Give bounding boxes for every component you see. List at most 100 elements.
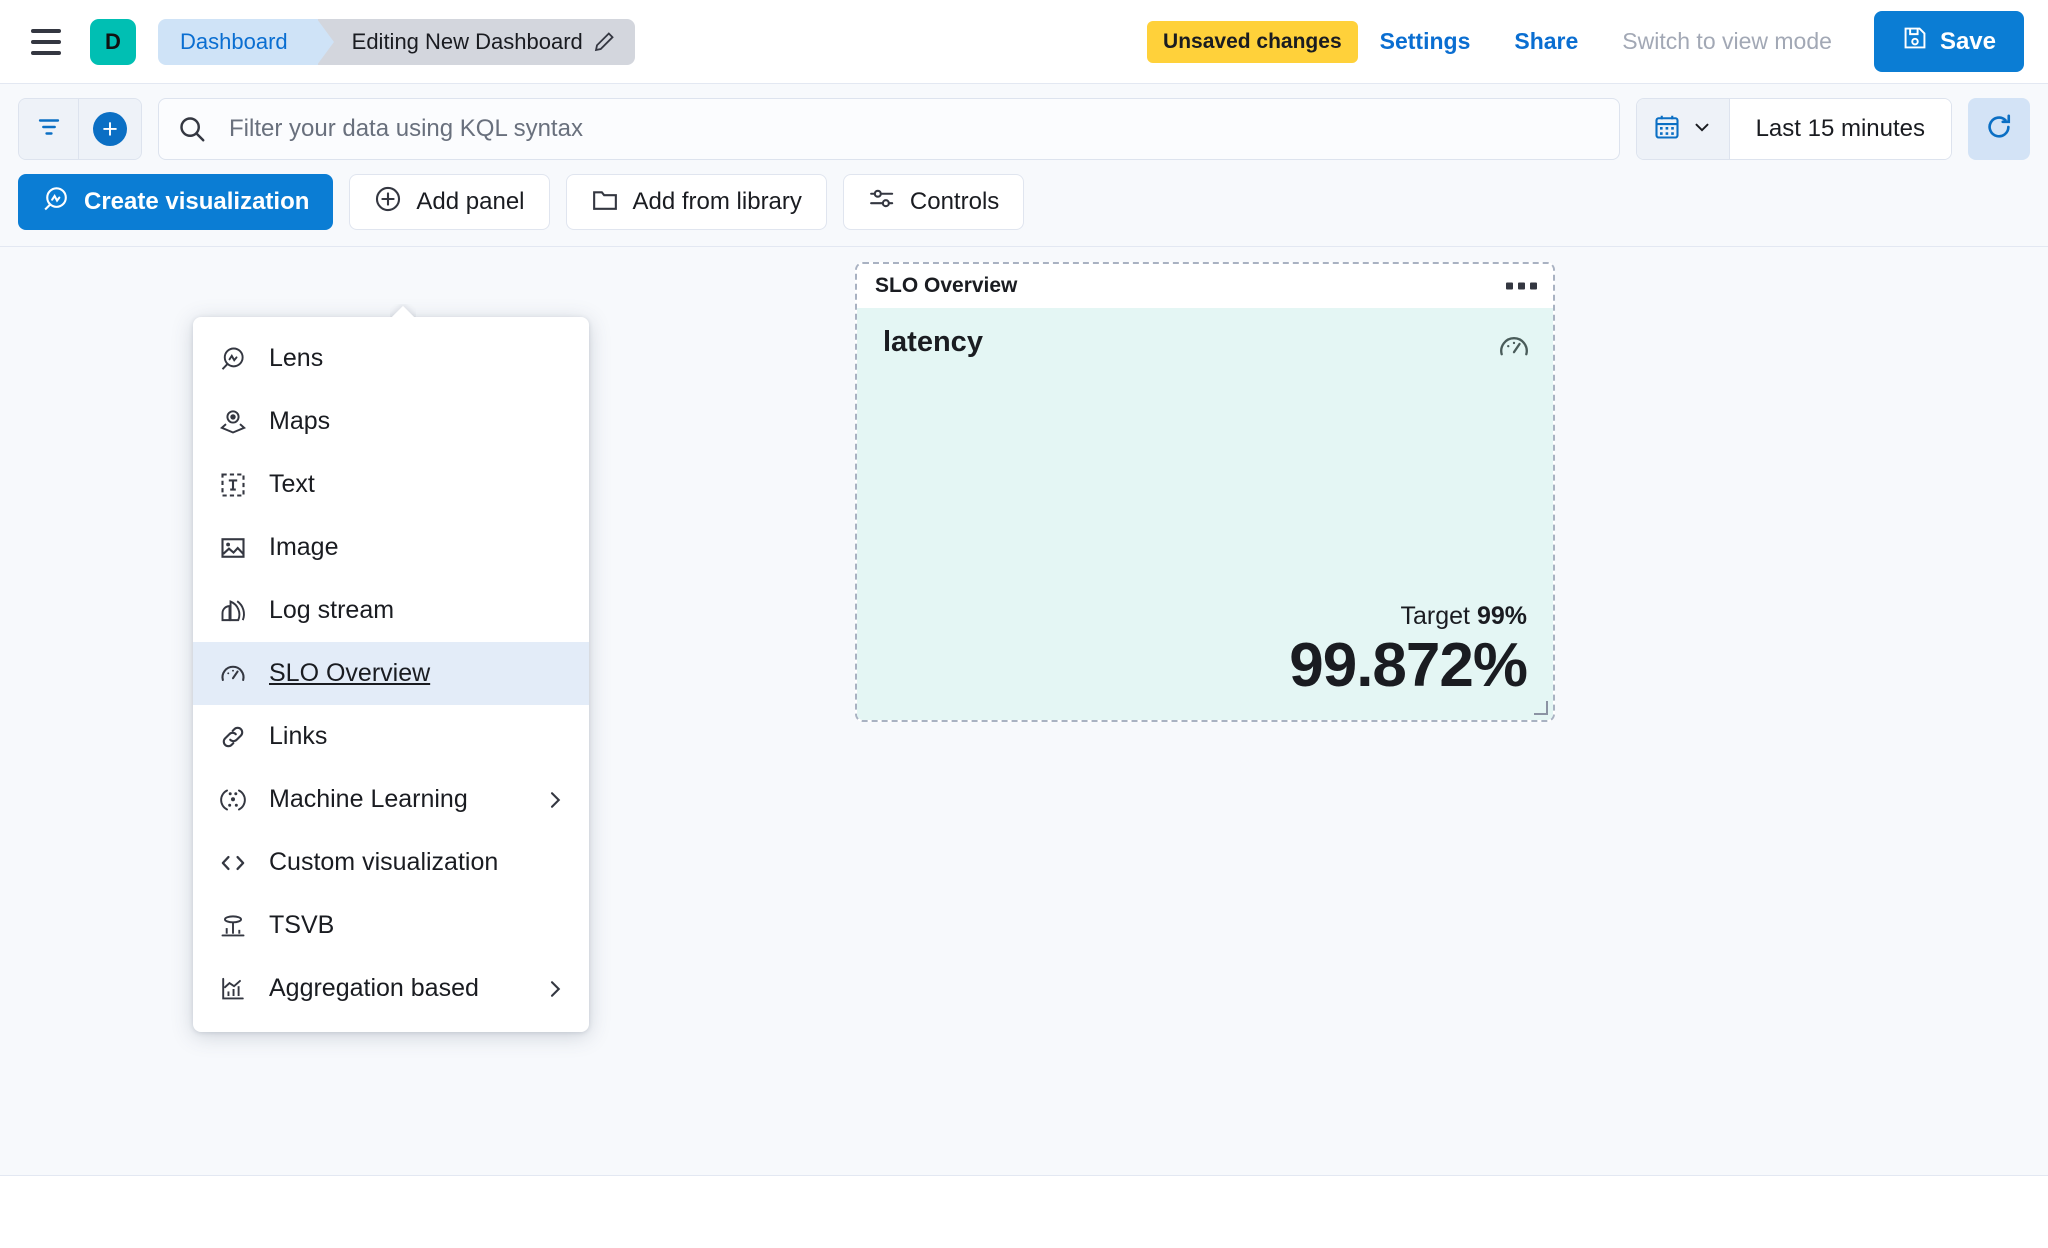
save-button-label: Save <box>1939 27 1996 55</box>
menu-item-label: Text <box>269 470 315 498</box>
menu-item-tsvb[interactable]: TSVB <box>193 894 589 957</box>
slo-current-value: 99.872% <box>1289 630 1528 700</box>
hamburger-line <box>31 28 61 33</box>
menu-item-label: Maps <box>269 407 331 435</box>
ellipsis-icon[interactable] <box>1506 282 1537 290</box>
header-actions: Unsaved changes Settings Share Switch to… <box>1147 11 2024 72</box>
dashboard-canvas: Lens Maps Text <box>0 247 2048 1248</box>
menu-item-custom-visualization[interactable]: Custom visualization <box>193 831 589 894</box>
resize-corner-icon[interactable] <box>1534 701 1550 717</box>
menu-item-label: Lens <box>269 344 324 372</box>
controls-label: Controls <box>909 188 1000 215</box>
chevron-right-icon <box>543 977 567 1001</box>
bottom-strip <box>0 1175 2048 1248</box>
text-box-icon <box>219 471 247 499</box>
slo-target-row: Target 99% <box>883 602 1527 631</box>
time-range-display[interactable]: Last 15 minutes <box>1729 99 1951 159</box>
chevron-down-icon <box>1691 116 1713 143</box>
popover-arrow <box>390 304 416 317</box>
refresh-button[interactable] <box>1968 98 2030 160</box>
breadcrumb-item-current[interactable]: Editing New Dashboard <box>317 18 635 65</box>
time-picker-group: Last 15 minutes <box>1635 98 1952 160</box>
save-button[interactable]: Save <box>1873 11 2024 72</box>
filter-options-button[interactable] <box>19 99 79 159</box>
menu-item-machine-learning[interactable]: Machine Learning <box>193 768 589 831</box>
search-input-wrapper[interactable] <box>158 98 1620 160</box>
menu-item-label: Log stream <box>269 596 395 624</box>
add-panel-menu: Lens Maps Text <box>193 317 589 1032</box>
unsaved-changes-badge[interactable]: Unsaved changes <box>1147 20 1358 63</box>
filter-icon <box>36 114 62 145</box>
tsvb-chart-icon <box>219 912 247 940</box>
menu-item-image[interactable]: Image <box>193 516 589 579</box>
calendar-icon <box>1653 113 1681 146</box>
menu-item-slo-overview[interactable]: SLO Overview <box>193 642 589 705</box>
hamburger-line <box>31 50 61 55</box>
add-panel-label: Add panel <box>416 188 525 215</box>
menu-item-text[interactable]: Text <box>193 453 589 516</box>
panel-header: SLO Overview <box>857 264 1553 308</box>
breadcrumb-root-label: Dashboard <box>180 28 288 54</box>
ellipsis-dot <box>1530 282 1537 290</box>
add-from-library-label: Add from library <box>632 188 802 215</box>
ellipsis-dot <box>1518 282 1525 290</box>
machine-learning-icon <box>219 786 247 814</box>
menu-item-label: Links <box>269 722 328 750</box>
controls-sliders-icon <box>868 185 896 220</box>
gauge-icon <box>1497 330 1531 369</box>
space-initial: D <box>105 28 121 54</box>
search-icon <box>177 114 207 144</box>
ellipsis-dot <box>1506 282 1513 290</box>
filter-button-group: + <box>18 98 142 160</box>
breadcrumb: Dashboard Editing New Dashboard <box>158 18 635 65</box>
date-quick-select-button[interactable] <box>1636 99 1730 159</box>
menu-item-label: Machine Learning <box>269 785 468 813</box>
menu-item-log-stream[interactable]: Log stream <box>193 579 589 642</box>
add-panel-button[interactable]: Add panel <box>349 174 550 230</box>
space-avatar[interactable]: D <box>90 18 136 65</box>
slo-panel-body: latency Target 99% 99.872% <box>857 308 1553 720</box>
hamburger-menu-icon[interactable] <box>24 20 68 64</box>
plus-circle-icon <box>374 185 402 220</box>
menu-item-label: TSVB <box>269 911 335 939</box>
chevron-right-icon <box>543 788 567 812</box>
image-icon <box>219 534 247 562</box>
menu-item-maps[interactable]: Maps <box>193 390 589 453</box>
slo-values: Target 99% 99.872% <box>883 602 1528 700</box>
save-disk-icon <box>1902 25 1928 58</box>
breadcrumb-item-dashboard[interactable]: Dashboard <box>158 18 334 65</box>
code-brackets-icon <box>219 849 247 877</box>
search-input[interactable] <box>229 115 1601 143</box>
maps-pin-icon <box>219 408 247 436</box>
slo-target-value: 99% <box>1476 601 1527 630</box>
menu-item-label: SLO Overview <box>269 659 431 687</box>
menu-item-links[interactable]: Links <box>193 705 589 768</box>
menu-item-aggregation-based[interactable]: Aggregation based <box>193 957 589 1020</box>
dashboard-edit-toolbar: Create visualization Add panel Add from … <box>0 172 2048 247</box>
create-visualization-label: Create visualization <box>84 188 310 215</box>
plus-circle-icon: + <box>93 112 127 146</box>
add-filter-button[interactable]: + <box>79 99 141 159</box>
lens-icon <box>42 185 70 220</box>
switch-to-view-mode-link[interactable]: Switch to view mode <box>1622 28 1832 54</box>
top-header-bar: D Dashboard Editing New Dashboard Unsave… <box>0 0 2048 84</box>
menu-item-label: Custom visualization <box>269 848 499 876</box>
gauge-icon <box>219 660 247 688</box>
slo-target-label: Target <box>1400 601 1470 630</box>
create-visualization-button[interactable]: Create visualization <box>18 174 334 230</box>
panel-title: SLO Overview <box>875 274 1018 297</box>
add-from-library-button[interactable]: Add from library <box>565 174 827 230</box>
pencil-icon[interactable] <box>593 31 615 53</box>
slo-overview-panel[interactable]: SLO Overview latency Target <box>855 262 1555 722</box>
menu-item-lens[interactable]: Lens <box>193 327 589 390</box>
link-icon <box>219 723 247 751</box>
folder-icon <box>591 185 619 220</box>
slo-metric-title: latency <box>883 326 983 358</box>
aggregation-chart-icon <box>219 975 247 1003</box>
query-bar: + <box>0 84 2048 172</box>
settings-link[interactable]: Settings <box>1379 28 1471 54</box>
controls-button[interactable]: Controls <box>842 174 1025 230</box>
menu-item-label: Aggregation based <box>269 974 479 1002</box>
refresh-icon <box>1984 112 2014 147</box>
share-link[interactable]: Share <box>1514 28 1579 54</box>
